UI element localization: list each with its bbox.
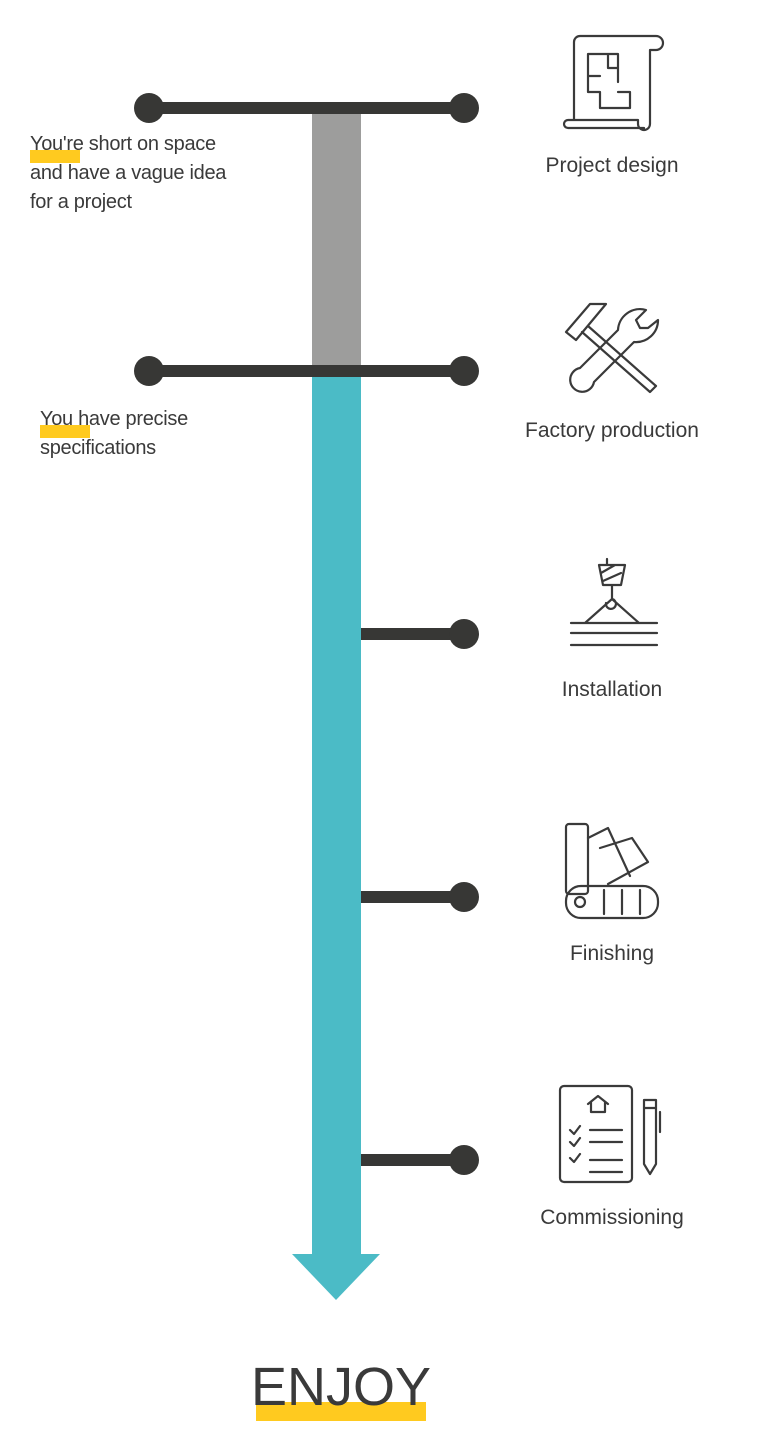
step-branch-5	[361, 1154, 464, 1166]
entry-dot-left-1	[134, 93, 164, 123]
color-swatch-icon	[564, 822, 660, 920]
entry-label-line: and have a vague idea	[30, 162, 227, 184]
blueprint-icon	[562, 34, 665, 132]
entry-label-line: for a project	[30, 191, 132, 213]
gray-track-segment	[312, 114, 361, 372]
crane-hook-icon	[569, 557, 659, 647]
arrow-head-icon	[292, 1254, 380, 1300]
entry-label-line: specifications	[40, 437, 156, 459]
step-dot-5	[449, 1145, 479, 1175]
tools-icon	[564, 302, 660, 394]
entry-dot-left-2	[134, 356, 164, 386]
step-branch-4	[361, 891, 464, 903]
entry-label-2: You have precise specifications	[40, 405, 188, 463]
enjoy-highlight	[256, 1402, 426, 1421]
step-label-finishing: Finishing	[569, 942, 655, 965]
highlight-mark	[30, 150, 80, 163]
step-dot-3	[449, 619, 479, 649]
step-branch-3	[361, 628, 464, 640]
entry-bar-2	[150, 365, 464, 377]
entry-label-line: You're short on space	[30, 133, 216, 155]
entry-label-line: You have precise	[40, 408, 188, 430]
final-enjoy-label: ENJOY	[250, 1357, 432, 1417]
entry-bar-1	[150, 102, 464, 114]
step-dot-1	[449, 93, 479, 123]
step-dot-4	[449, 882, 479, 912]
checklist-icon	[558, 1084, 662, 1184]
highlight-mark	[40, 425, 90, 438]
step-label-commissioning: Commissioning	[540, 1206, 684, 1229]
step-label-project-design: Project design	[545, 154, 679, 177]
teal-track-segment	[312, 372, 361, 1256]
step-label-installation: Installation	[561, 678, 663, 701]
step-label-factory-production: Factory production	[525, 419, 699, 442]
step-dot-2	[449, 356, 479, 386]
entry-label-1: You're short on space and have a vague i…	[30, 130, 226, 217]
